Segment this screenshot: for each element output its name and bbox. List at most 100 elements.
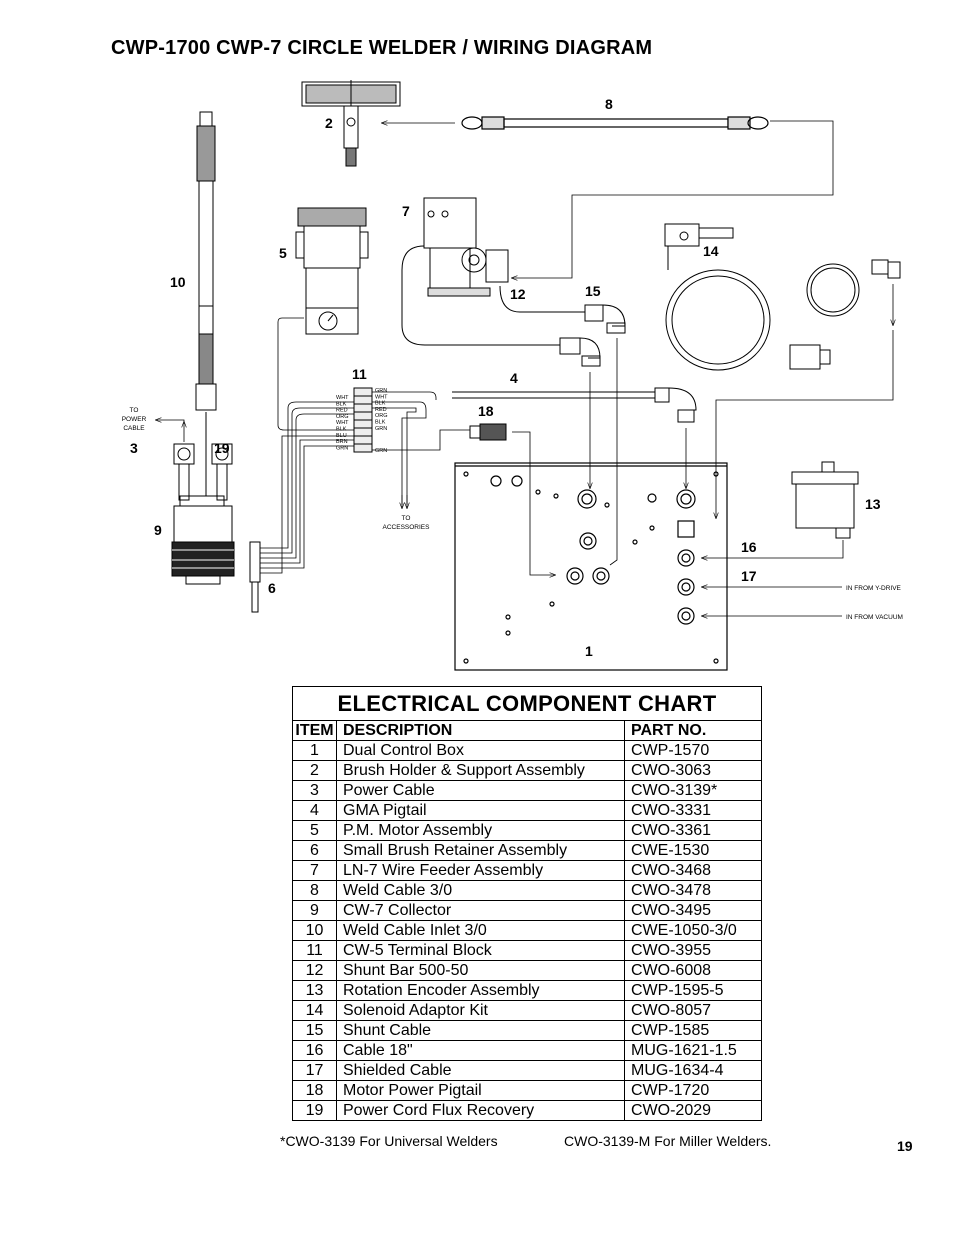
cell-description: P.M. Motor Assembly (336, 820, 625, 841)
cell-item: 12 (292, 960, 337, 981)
callout-17: 17 (741, 568, 757, 584)
cell-part: CWO-6008 (624, 960, 762, 981)
cell-part: MUG-1621-1.5 (624, 1040, 762, 1061)
footnote-universal: *CWO-3139 For Universal Welders (280, 1133, 498, 1149)
callout-9: 9 (154, 522, 162, 538)
power-cord-flux-recovery-icon (211, 443, 233, 501)
cell-item: 16 (292, 1040, 337, 1061)
to-power-cable-label: CABLE (123, 425, 145, 432)
footnote-miller: CWO-3139-M For Miller Welders. (564, 1133, 772, 1149)
cell-description: Small Brush Retainer Assembly (336, 840, 625, 861)
cell-description: GMA Pigtail (336, 800, 625, 821)
small-brush-retainer-icon (249, 541, 261, 613)
cell-part: CWO-8057 (624, 1000, 762, 1021)
cell-part: CWE-1530 (624, 840, 762, 861)
cell-part: CWP-1595-5 (624, 980, 762, 1001)
cell-item: 19 (292, 1100, 337, 1121)
to-power-cable-label: TO (130, 407, 139, 414)
cell-part: CWO-3331 (624, 800, 762, 821)
cell-description: Shunt Bar 500-50 (336, 960, 625, 981)
to-power-cable-label: POWER (122, 416, 147, 423)
terminal-wire-label: GRN (375, 426, 387, 432)
cell-item: 8 (292, 880, 337, 901)
column-header-description: DESCRIPTION (336, 720, 625, 741)
terminal-wire-label: WHT (375, 394, 388, 400)
weld-cable-icon (461, 116, 769, 130)
cell-part: CWP-1585 (624, 1020, 762, 1041)
cell-item: 17 (292, 1060, 337, 1081)
cell-item: 13 (292, 980, 337, 1001)
terminal-wire-label: WHT (336, 420, 349, 426)
terminal-wire-label: ORG (336, 414, 349, 420)
column-header-item: ITEM (292, 720, 337, 741)
to-accessories-label: TO (402, 515, 411, 522)
callout-16: 16 (741, 539, 757, 555)
cell-item: 10 (292, 920, 337, 941)
terminal-wire-label: BLK (375, 401, 386, 407)
pm-motor-icon (295, 207, 369, 335)
cell-item: 3 (292, 780, 337, 801)
callout-13: 13 (865, 496, 881, 512)
chart-heading: ELECTRICAL COMPONENT CHART (292, 686, 762, 721)
to-accessories-label: ACCESSORIES (383, 524, 431, 531)
column-header-part-no: PART NO. (624, 720, 762, 741)
terminal-wire-label: BLK (375, 420, 386, 426)
cell-description: Shielded Cable (336, 1060, 625, 1081)
cell-part: CWO-3955 (624, 940, 762, 961)
cell-description: CW-7 Collector (336, 900, 625, 921)
callout-12: 12 (510, 286, 526, 302)
cell-part: CWO-3361 (624, 820, 762, 841)
cell-part: CWO-3478 (624, 880, 762, 901)
cell-item: 18 (292, 1080, 337, 1101)
cell-part: CWP-1570 (624, 740, 762, 761)
callout-6: 6 (268, 580, 276, 596)
cell-part: CWO-3468 (624, 860, 762, 881)
cell-item: 4 (292, 800, 337, 821)
power-cable-connector-icon (173, 443, 195, 501)
callout-8: 8 (605, 96, 613, 112)
cell-item: 14 (292, 1000, 337, 1021)
cell-part: CWP-1720 (624, 1080, 762, 1101)
terminal-wire-label: ORG (375, 413, 388, 419)
brush-holder-icon (301, 80, 401, 167)
terminal-wire-label: BLK (336, 427, 347, 433)
cell-part: MUG-1634-4 (624, 1060, 762, 1081)
shunt-cable-icon (401, 245, 626, 367)
callout-3: 3 (130, 440, 138, 456)
terminal-wire-label: WHT (336, 395, 349, 401)
cell-part: CWO-3063 (624, 760, 762, 781)
callout-4: 4 (510, 370, 518, 386)
cell-item: 11 (292, 940, 337, 961)
terminal-wire-label: BLK (336, 401, 347, 407)
callout-18: 18 (478, 403, 494, 419)
cell-description: Weld Cable 3/0 (336, 880, 625, 901)
weld-cable-inlet-icon (195, 111, 217, 411)
callout-19: 19 (214, 440, 230, 456)
callout-14: 14 (703, 243, 719, 259)
callout-10: 10 (170, 274, 186, 290)
page-number: 19 (897, 1138, 913, 1154)
wire-feeder-icon (423, 197, 509, 297)
terminal-wire-label: RED (375, 407, 387, 413)
cell-part: CWE-1050-3/0 (624, 920, 762, 941)
terminal-wire-label: RED (336, 408, 348, 414)
rotation-encoder-icon (791, 461, 859, 539)
cell-description: Power Cable (336, 780, 625, 801)
cell-item: 1 (292, 740, 337, 761)
wire-harness (260, 317, 470, 574)
callout-5: 5 (279, 245, 287, 261)
cell-description: Motor Power Pigtail (336, 1080, 625, 1101)
cell-item: 15 (292, 1020, 337, 1041)
